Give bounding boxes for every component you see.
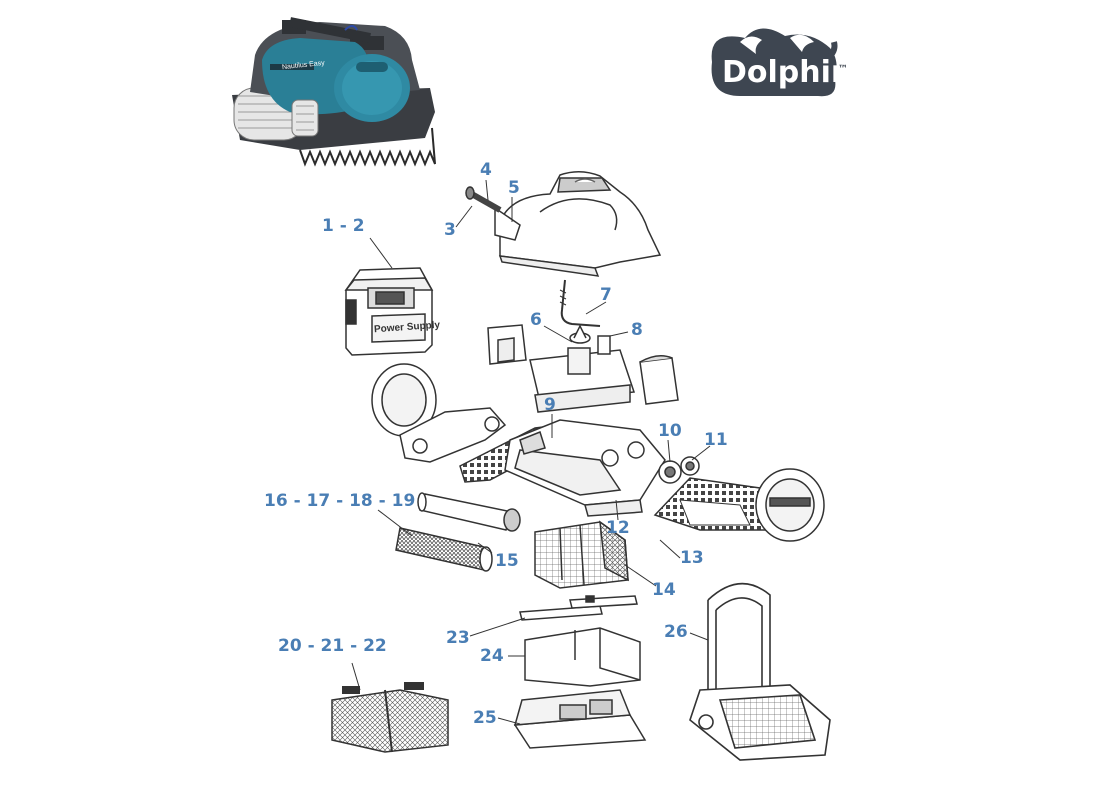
brush-part — [395, 527, 493, 572]
callout-7: 7 — [600, 285, 612, 305]
callout-14: 14 — [652, 580, 676, 600]
drive-gears-part — [658, 456, 700, 484]
filter-frame-part — [524, 627, 641, 687]
callout-11: 11 — [704, 430, 728, 450]
dolphin-logo — [711, 28, 838, 97]
filter-cover-rails-part — [519, 595, 638, 621]
bottom-lid-part — [513, 689, 647, 749]
roller-tube-part — [417, 492, 521, 532]
callout-13: 13 — [680, 548, 704, 568]
top-cover-part — [465, 171, 662, 277]
callout-16-19: 16 - 17 - 18 - 19 — [264, 491, 416, 511]
filter-basket-part — [534, 520, 629, 589]
filter-panels-part — [331, 682, 449, 753]
chassis-part — [504, 419, 666, 517]
callout-10: 10 — [658, 421, 682, 441]
dolphin-logo-text: Dolphin — [722, 55, 853, 90]
callout-23: 23 — [446, 628, 470, 648]
callout-4: 4 — [480, 160, 492, 180]
motor-unit-part — [487, 324, 679, 413]
robot-product-image — [232, 17, 436, 167]
callout-3: 3 — [444, 220, 456, 240]
right-side-plate-part — [755, 468, 825, 542]
trademark-mark: ™ — [838, 64, 848, 75]
callout-1-2: 1 - 2 — [322, 216, 365, 236]
power-supply-part — [344, 267, 434, 356]
callout-8: 8 — [631, 320, 643, 340]
callout-24: 24 — [480, 646, 504, 666]
callout-9: 9 — [544, 395, 556, 415]
callout-12: 12 — [606, 518, 630, 538]
callout-6: 6 — [530, 310, 542, 330]
callout-20-22: 20 - 21 - 22 — [278, 636, 387, 656]
right-track-part — [653, 477, 792, 531]
cable-part — [559, 279, 601, 327]
caddy-part — [689, 582, 831, 761]
leader-lines — [351, 179, 711, 725]
left-side-plate-part — [371, 363, 507, 463]
callout-5: 5 — [508, 178, 520, 198]
callout-15: 15 — [495, 551, 519, 571]
callout-26: 26 — [664, 622, 688, 642]
callout-25: 25 — [473, 708, 497, 728]
